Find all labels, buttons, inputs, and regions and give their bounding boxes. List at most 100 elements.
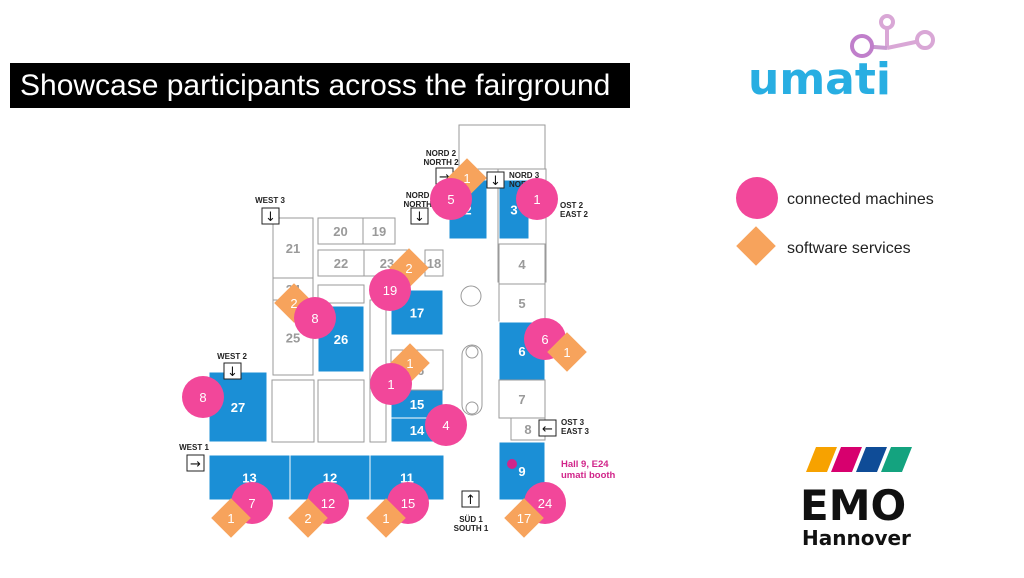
entrance-arrow-box [186,454,205,472]
booth-label-line2: umati booth [561,470,616,481]
hall-4: 4 [498,243,546,285]
entrance-arrow-box [486,171,505,189]
hall-label: 6 [518,344,525,359]
umati-wordmark: umati [748,54,891,105]
hall-label: 13 [242,471,256,486]
hall-label: 26 [334,332,348,347]
machine-count: 6 [541,332,548,347]
arrow-icon: → [439,170,450,185]
hall-label: 15 [410,397,424,412]
arrow-icon: ↑ [465,493,476,508]
machine-count: 7 [248,496,255,511]
entrance-label-en: EAST 2 [560,210,589,219]
entrance-arrow-box [223,362,242,380]
entrance-label: WEST 1 [179,443,209,452]
software-count: 1 [463,171,470,186]
arrow-icon: ↓ [227,365,238,380]
hall-label: 20 [333,224,347,239]
entrance-label: NORD 2 [426,149,457,158]
entrance-label-en: EAST 3 [561,427,590,436]
hall-label: 7 [518,392,525,407]
entrance-arrow-box [461,490,480,508]
entrance-arrow-box [538,419,557,437]
software-marker-hall-13: 1 [211,498,251,538]
legend: connected machines software services [736,177,934,266]
umati-logo: umati [748,14,935,105]
hall-label: 27 [231,400,245,415]
machine-marker-hall-2: 5 [430,178,472,220]
entrance-label-en: NORTH 1 [403,200,439,209]
legend-label-software: software services [787,240,911,257]
software-marker-hall-9: 17 [504,498,544,538]
entrance-label: NORD 3 [509,171,540,180]
software-marker-hall-6: 1 [547,332,587,372]
hall-label: 14 [410,423,425,438]
hall-5: 5 [498,283,546,323]
hall-19: 19 [362,217,396,245]
arrow-icon: ↓ [490,174,501,189]
hall-20: 20 [317,217,364,245]
machine-count: 12 [321,496,335,511]
software-count: 2 [290,296,297,311]
hall-7: 7 [498,379,546,419]
software-count: 1 [227,511,234,526]
entrance-6: WEST 1 → [179,443,209,472]
hall-label: 4 [518,257,526,272]
emo-hannover-logo: EMO Hannover [800,447,912,550]
machine-count: 24 [538,496,552,511]
booth-pin-icon [507,459,517,469]
hall-label: 11 [400,471,414,486]
software-count: 2 [405,261,412,276]
machine-count: 19 [383,283,397,298]
entrance-label: OST 2 [560,201,584,210]
entrance-arrow-box [410,207,429,225]
emo-wordmark: EMO [800,481,906,530]
hall-label: 5 [518,296,525,311]
entrance-arrow-box [261,207,280,225]
software-count: 17 [517,511,531,526]
machine-marker-hall-3: 1 [516,178,558,220]
machine-count: 8 [311,311,318,326]
hall-label: 22 [334,256,348,271]
booth-label-line1: Hall 9, E24 [561,459,609,470]
entrance-label: OST 3 [561,418,585,427]
machine-marker-hall-16: 1 [370,363,412,405]
hannover-wordmark: Hannover [802,526,911,550]
software-count: 2 [304,511,311,526]
entrance-label-en: NORTH 2 [423,158,459,167]
hall-22: 22 [317,249,365,277]
umati-booth-marker: Hall 9, E24 umati booth [507,459,616,481]
hall-label: 9 [518,464,525,479]
hall-label: 8 [524,422,531,437]
entrance-label: NORD 1 [406,191,437,200]
hall-18: 18 [424,249,444,277]
hall-label: 12 [323,471,337,486]
software-count: 1 [563,345,570,360]
entrance-label: WEST 2 [217,352,247,361]
machine-marker-hall-26: 8 [294,297,336,339]
machine-count: 1 [533,192,540,207]
machine-count: 15 [401,496,415,511]
entrance-label-en: SOUTH 1 [454,524,489,533]
machine-marker-hall-14: 4 [425,404,467,446]
legend-diamond-icon [736,226,776,266]
arrow-icon: ↓ [265,210,276,225]
machine-marker-hall-27: 8 [182,376,224,418]
legend-label-machines: connected machines [787,191,934,208]
hall-label: 25 [286,331,300,346]
hall-21: 21 [272,217,314,279]
software-count: 1 [406,356,413,371]
legend-circle-icon [736,177,778,219]
hall-label: 21 [286,241,300,256]
machine-marker-hall-19: 19 [369,269,411,311]
arrow-icon: → [190,457,201,472]
software-marker-hall-12: 2 [288,498,328,538]
hall-label: 17 [410,306,424,321]
arrow-icon: ← [542,422,553,437]
entrance-label: SÜD 1 [459,515,483,524]
